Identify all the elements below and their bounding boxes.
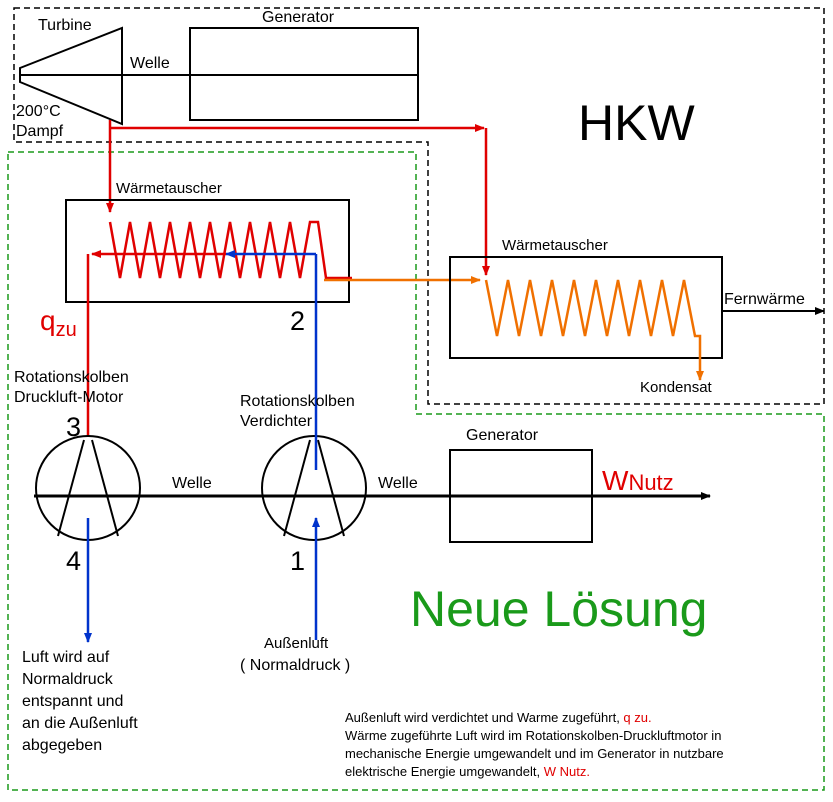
heat-exchanger-2-label: Wärmetauscher bbox=[502, 237, 608, 254]
q-in-subscript: zu bbox=[56, 319, 77, 341]
w-useful-label: WNutz bbox=[602, 465, 674, 496]
motor-label-1: Rotationskolben bbox=[14, 369, 129, 386]
condensate-label: Kondensat bbox=[640, 379, 713, 396]
outside-air-label-2: ( Normaldruck ) bbox=[240, 657, 350, 674]
caption-line-1-highlight: q zu. bbox=[623, 710, 651, 725]
point-3-label: 3 bbox=[66, 412, 81, 442]
q-in-label: qzu bbox=[40, 305, 77, 341]
w-useful-subscript: Nutz bbox=[628, 470, 673, 495]
hkw-title: HKW bbox=[578, 95, 695, 151]
new-solution-title: Neue Lösung bbox=[410, 581, 707, 637]
point-1-label: 1 bbox=[290, 546, 305, 576]
caption-line-3: mechanische Energie umgewandelt und im G… bbox=[345, 746, 724, 761]
exhaust-label-5: abgegeben bbox=[22, 737, 102, 754]
caption-line-4-highlight: W Nutz. bbox=[544, 764, 590, 779]
w-useful-symbol: W bbox=[602, 465, 629, 496]
exhaust-label-4: an die Außenluft bbox=[22, 715, 138, 732]
new-solution-boundary bbox=[7, 151, 825, 791]
shaft-label-1: Welle bbox=[172, 475, 212, 492]
heat-exchanger-2-box bbox=[449, 256, 723, 359]
turbine-label: Turbine bbox=[38, 17, 92, 34]
heat-exchanger-1-label: Wärmetauscher bbox=[116, 180, 222, 197]
outside-air-label-1: Außenluft bbox=[264, 635, 329, 652]
hkw-shaft-label: Welle bbox=[130, 55, 170, 72]
heat-exchanger-1-box bbox=[65, 199, 350, 303]
steam-temp-label: 200°C bbox=[16, 103, 61, 120]
compressor bbox=[261, 435, 367, 541]
caption-line-1-text: Außenluft wird verdichtet und Warme zuge… bbox=[345, 710, 623, 725]
exhaust-label-3: entspannt und bbox=[22, 693, 123, 710]
air-motor bbox=[35, 435, 141, 541]
steam-label: Dampf bbox=[16, 123, 64, 140]
heat-exchanger-2-coil bbox=[484, 279, 704, 381]
q-in-symbol: q bbox=[40, 305, 56, 336]
point-2-label: 2 bbox=[290, 306, 305, 336]
compressor-label-1: Rotationskolben bbox=[240, 393, 355, 410]
shaft-label-2: Welle bbox=[378, 475, 418, 492]
caption-line-1: Außenluft wird verdichtet und Warme zuge… bbox=[345, 710, 652, 725]
caption-line-4: elektrische Energie umgewandelt, W Nutz. bbox=[345, 764, 590, 779]
caption-line-2: Wärme zugeführte Luft wird im Rotationsk… bbox=[345, 728, 721, 743]
hkw-boundary bbox=[13, 7, 825, 405]
caption-line-4-text: elektrische Energie umgewandelt, bbox=[345, 764, 544, 779]
point-4-label: 4 bbox=[66, 546, 81, 576]
exhaust-label-1: Luft wird auf bbox=[22, 649, 110, 666]
hkw-generator-label: Generator bbox=[262, 9, 335, 26]
district-heat-label: Fernwärme bbox=[724, 291, 805, 308]
caption: Außenluft wird verdichtet und Warme zuge… bbox=[345, 710, 724, 779]
compressor-label-2: Verdichter bbox=[240, 413, 313, 430]
generator-label: Generator bbox=[466, 427, 539, 444]
motor-label-2: Druckluft-Motor bbox=[14, 389, 124, 406]
exhaust-label-2: Normaldruck bbox=[22, 671, 114, 688]
